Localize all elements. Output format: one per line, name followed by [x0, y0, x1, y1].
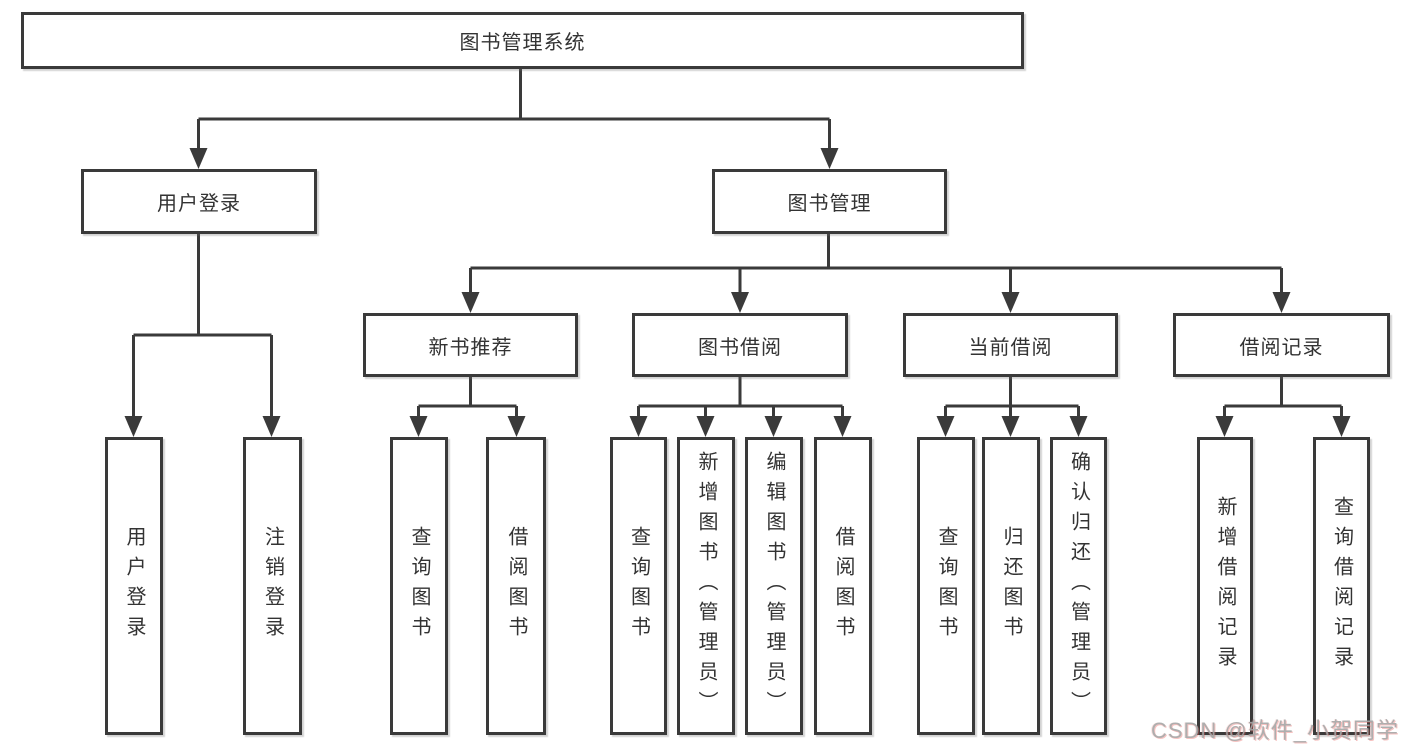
- leaf-label: 借阅图书: [505, 526, 527, 646]
- leaf-add-books-admin: 新增图书（管理员）: [677, 437, 735, 735]
- arrow-down-icon: [1215, 416, 1234, 437]
- arrow-down-icon: [1001, 416, 1020, 437]
- connector-user-login-to-leaves: [132, 234, 273, 418]
- arrow-down-icon: [507, 416, 526, 437]
- leaf-borrow-books: 借阅图书: [814, 437, 872, 735]
- arrow-down-icon: [1332, 416, 1351, 437]
- connector-book-borrow-to-leaves: [637, 376, 844, 418]
- arrow-down-icon: [764, 416, 783, 437]
- csdn-watermark: CSDN @软件_小贺同学: [1150, 718, 1399, 743]
- leaf-query-books-current: 查询图书: [917, 437, 975, 735]
- arrow-down-icon: [1001, 292, 1020, 313]
- connector-current-borrow-to-leaves: [944, 376, 1080, 418]
- leaf-label: 查询图书: [408, 526, 430, 646]
- connector-book-mgmt-to-sections: [469, 234, 1283, 294]
- connector-root-to-level2: [197, 67, 831, 150]
- arrow-down-icon: [731, 292, 749, 313]
- arrow-down-icon: [189, 148, 208, 169]
- leaf-add-borrow-record: 新增借阅记录: [1197, 437, 1253, 735]
- node-new-book-recommend: 新书推荐: [363, 313, 578, 377]
- leaf-label: 归还图书: [1000, 526, 1022, 646]
- node-book-management-branch: 图书管理: [712, 169, 947, 234]
- node-label: 当前借阅: [968, 336, 1053, 359]
- node-label: 图书管理: [787, 193, 872, 215]
- node-label: 借阅记录: [1239, 336, 1324, 359]
- node-label: 图书管理系统: [459, 32, 586, 54]
- arrow-down-icon: [820, 148, 839, 169]
- leaf-label: 用户登录: [123, 526, 145, 646]
- leaf-borrow-books-recommend: 借阅图书: [486, 437, 546, 735]
- node-library-management-system: 图书管理系统: [21, 12, 1024, 69]
- leaf-label: 查询图书: [627, 526, 650, 646]
- arrow-down-icon: [124, 416, 143, 437]
- connector-paths: [132, 67, 1343, 418]
- arrow-down-icon: [409, 416, 428, 437]
- leaf-user-login: 用户登录: [105, 437, 163, 735]
- arrow-down-icon: [461, 292, 480, 313]
- node-current-borrow: 当前借阅: [903, 313, 1118, 377]
- arrow-down-icon: [936, 416, 955, 437]
- connector-new-book-to-leaves: [417, 376, 518, 418]
- leaf-label: 编辑图书（管理员）: [763, 451, 785, 721]
- leaf-edit-books-admin: 编辑图书（管理员）: [745, 437, 803, 735]
- arrow-down-icon: [629, 416, 648, 437]
- connector-records-to-leaves: [1223, 376, 1343, 418]
- node-label: 新书推荐: [428, 336, 513, 359]
- leaf-label: 新增借阅记录: [1214, 496, 1236, 676]
- node-label: 用户登录: [157, 193, 241, 215]
- node-user-login-branch: 用户登录: [81, 169, 317, 234]
- leaf-query-books-borrow: 查询图书: [610, 437, 667, 735]
- leaf-label: 确认归还（管理员）: [1067, 451, 1090, 721]
- arrow-down-icon: [1272, 292, 1291, 313]
- leaf-label: 查询借阅记录: [1330, 496, 1353, 676]
- leaf-label: 新增图书（管理员）: [695, 451, 717, 721]
- leaf-label: 查询图书: [935, 526, 957, 646]
- arrow-down-icon: [262, 416, 281, 437]
- leaf-label: 注销登录: [261, 526, 284, 646]
- leaf-return-books: 归还图书: [982, 437, 1040, 735]
- connector-arrowheads: [124, 148, 1351, 437]
- leaf-label: 借阅图书: [832, 526, 854, 646]
- node-label: 图书借阅: [698, 336, 782, 359]
- node-book-borrow: 图书借阅: [632, 313, 848, 377]
- leaf-query-borrow-record: 查询借阅记录: [1313, 437, 1370, 735]
- leaf-query-books-recommend: 查询图书: [390, 437, 448, 735]
- leaf-logout: 注销登录: [243, 437, 302, 735]
- node-borrow-records: 借阅记录: [1173, 313, 1390, 377]
- leaf-confirm-return-admin: 确认归还（管理员）: [1050, 437, 1107, 735]
- arrow-down-icon: [833, 416, 852, 437]
- arrow-down-icon: [696, 416, 715, 437]
- arrow-down-icon: [1069, 416, 1088, 437]
